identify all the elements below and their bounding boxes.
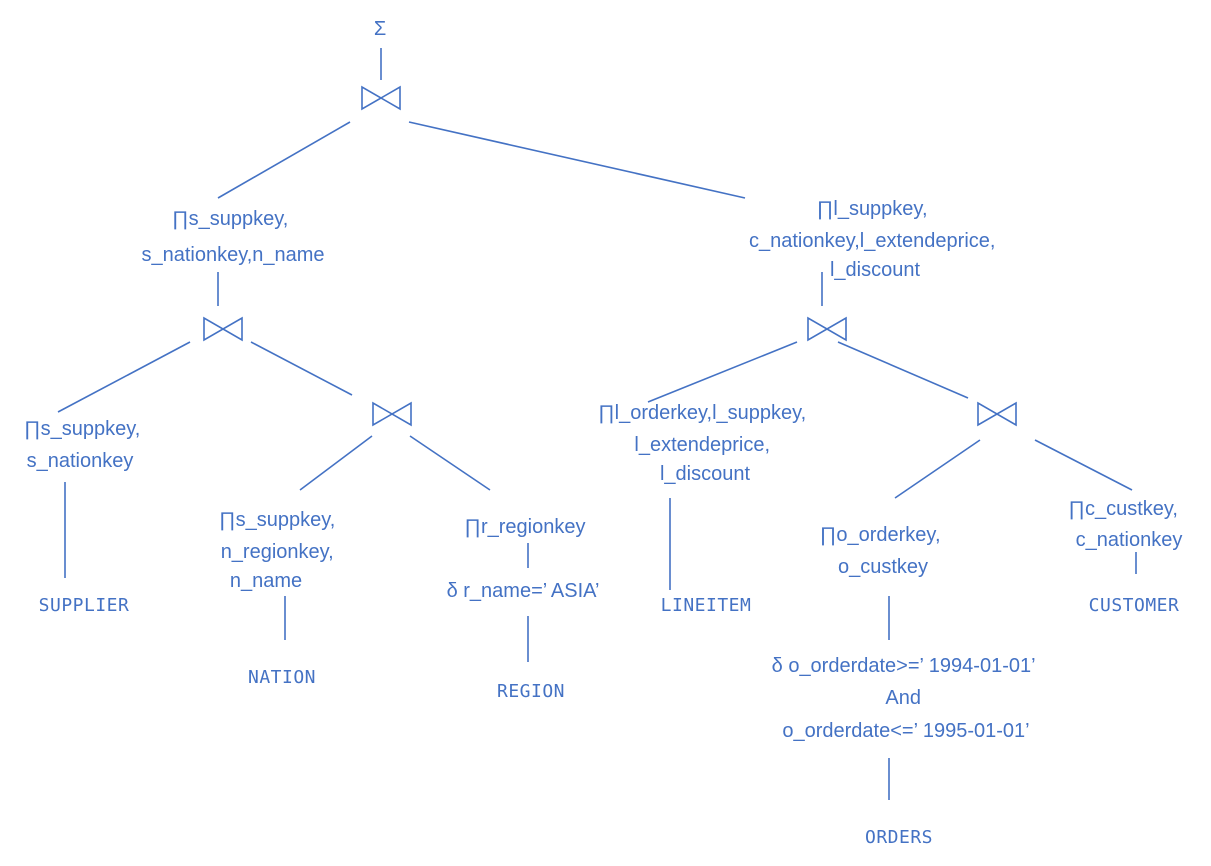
base-tables: SUPPLIER NATION REGION LINEITEM CUSTOMER… (39, 595, 1180, 848)
edge-sub-join-to-nation-proj (299, 435, 373, 491)
join-symbols (203, 85, 1017, 427)
edge-left-join-to-sub-join (250, 341, 353, 396)
table-supplier: SUPPLIER (39, 595, 130, 616)
edge-sub-join-to-customer-proj (1034, 439, 1133, 491)
join-icon-root (361, 85, 401, 111)
edge-right-join-to-lineitem-proj (647, 341, 798, 403)
operator-labels: ∏s_suppkey, s_nationkey,n_name ∏l_suppke… (24, 198, 1183, 742)
proj-region: ∏r_regionkey (465, 516, 586, 538)
aggregate-symbol: Σ (374, 18, 386, 40)
join-icon-right-sub (977, 401, 1017, 427)
tree-edges (57, 48, 1137, 800)
join-icon-left (203, 316, 243, 342)
proj-nation: ∏s_suppkey, n_regionkey, n_name (219, 509, 341, 592)
join-icon-right (807, 316, 847, 342)
selection-orders: δ o_orderdate>=’ 1994-01-01’ And o_order… (772, 655, 1041, 742)
edge-sub-join-to-region-proj (409, 435, 491, 491)
proj-lineitem: ∏l_orderkey,l_suppkey, l_extendeprice, l… (598, 402, 812, 485)
table-nation: NATION (248, 667, 316, 688)
table-lineitem: LINEITEM (661, 595, 752, 616)
proj-customer: ∏c_custkey, c_nationkey (1068, 498, 1183, 551)
table-orders: ORDERS (865, 827, 933, 848)
table-region: REGION (497, 681, 565, 702)
proj-right-top: ∏l_suppkey, c_nationkey,l_extendeprice, … (749, 198, 1001, 281)
edge-sub-join-to-orders-proj (894, 439, 981, 499)
proj-left-top: ∏s_suppkey, s_nationkey,n_name (141, 208, 324, 266)
edge-root-join-to-right-proj (408, 121, 746, 199)
table-customer: CUSTOMER (1089, 595, 1180, 616)
proj-orders: ∏o_orderkey, o_custkey (820, 524, 946, 578)
join-icon-left-sub (372, 401, 412, 427)
edge-root-join-to-left-proj (217, 121, 351, 199)
edge-left-join-to-supplier-proj (57, 341, 191, 413)
selection-region: δ r_name=’ ASIA’ (447, 580, 600, 602)
proj-supplier: ∏s_suppkey, s_nationkey (24, 418, 146, 472)
edge-right-join-to-sub-join (837, 341, 969, 399)
